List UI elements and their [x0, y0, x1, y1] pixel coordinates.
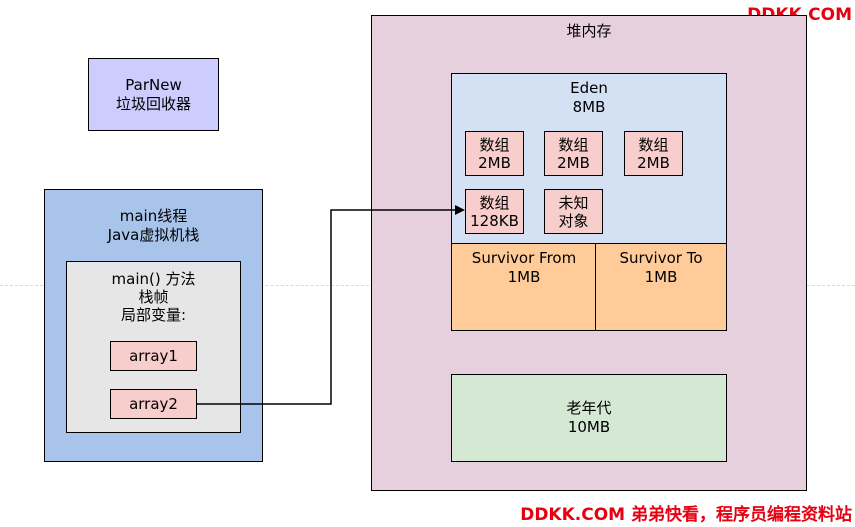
- object-size: 对象: [558, 211, 589, 230]
- thread-title: main线程 Java虚拟机栈: [45, 207, 262, 245]
- survivor-from-size: 1MB: [507, 268, 541, 286]
- parnew-sublabel: 垃圾回收器: [115, 94, 191, 113]
- local-var-array2: array2: [110, 389, 197, 419]
- heap-title: 堆内存: [566, 22, 612, 40]
- local-var-array1: array1: [110, 341, 197, 371]
- old-generation-space: 老年代 10MB: [451, 374, 727, 462]
- eden-title: Eden 8MB: [452, 79, 726, 117]
- old-gen-name: 老年代: [566, 399, 612, 417]
- survivor-to-label: Survivor To 1MB: [596, 249, 726, 287]
- survivor-to-name: Survivor To: [619, 249, 703, 267]
- eden-object: 数组 2MB: [465, 131, 524, 176]
- eden-object: 数组 2MB: [544, 131, 603, 176]
- parnew-collector-box: ParNew 垃圾回收器: [88, 58, 219, 131]
- object-size: 2MB: [637, 153, 670, 172]
- old-gen-size: 10MB: [567, 418, 611, 436]
- survivor-from-label: Survivor From 1MB: [452, 249, 596, 287]
- survivor-to-size: 1MB: [644, 268, 678, 286]
- object-type: 数组: [638, 135, 669, 154]
- local-vars-label: 局部变量:: [120, 306, 187, 324]
- object-type: 数组: [479, 193, 510, 212]
- frame-title: main() 方法 栈帧 局部变量:: [67, 270, 240, 324]
- survivor-from-space: Survivor From 1MB: [451, 243, 597, 331]
- survivor-to-space: Survivor To 1MB: [595, 243, 727, 331]
- parnew-label: ParNew: [125, 75, 182, 94]
- object-type: 未知: [558, 193, 589, 212]
- eden-object: 数组 2MB: [624, 131, 683, 176]
- eden-object: 数组 128KB: [465, 189, 524, 234]
- method-name: main() 方法: [111, 270, 196, 288]
- object-size: 128KB: [470, 211, 519, 230]
- eden-name: Eden: [570, 79, 608, 97]
- object-type: 数组: [479, 135, 510, 154]
- watermark-bottom: DDKK.COM 弟弟快看，程序员编程资料站: [520, 505, 852, 525]
- frame-label: 栈帧: [138, 288, 169, 306]
- object-size: 2MB: [478, 153, 511, 172]
- eden-object: 未知 对象: [544, 189, 603, 234]
- object-size: 2MB: [557, 153, 590, 172]
- eden-size: 8MB: [572, 98, 606, 116]
- jvm-stack-label: Java虚拟机栈: [107, 226, 200, 244]
- thread-name: main线程: [119, 207, 188, 225]
- survivor-from-name: Survivor From: [471, 249, 577, 267]
- object-type: 数组: [558, 135, 589, 154]
